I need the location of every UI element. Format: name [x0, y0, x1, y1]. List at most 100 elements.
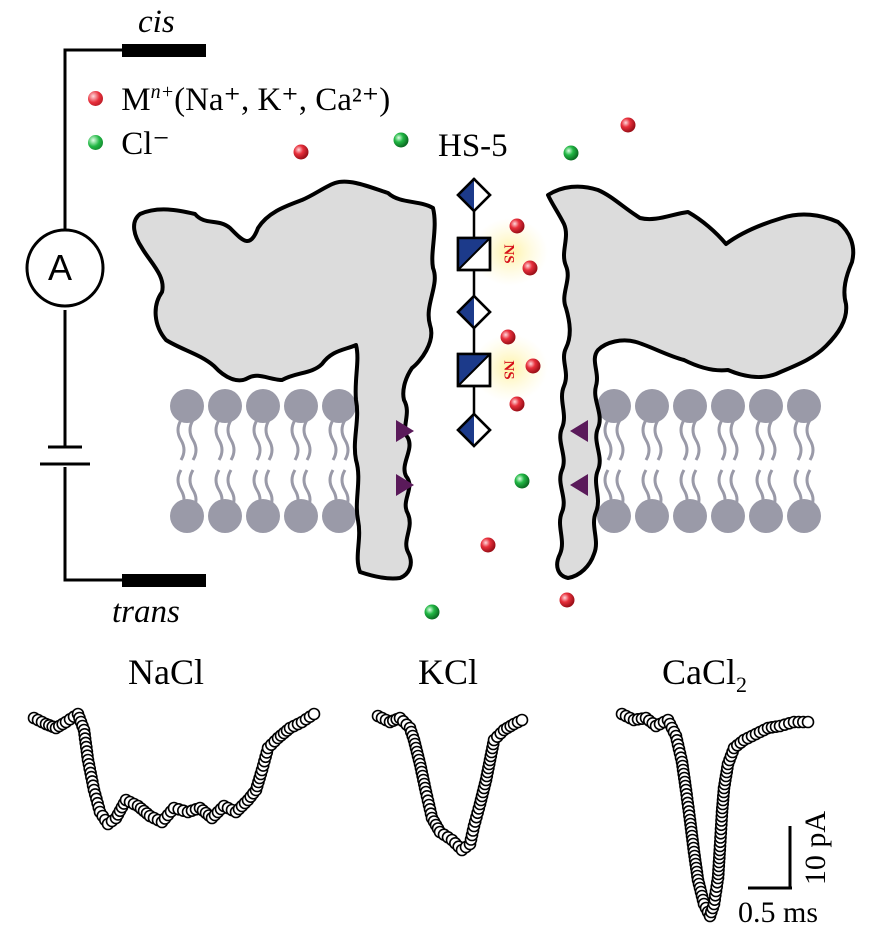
- ns-label-upper: NS: [501, 244, 517, 263]
- peptide-square-icon: [456, 352, 492, 388]
- cation-icon: [525, 358, 541, 374]
- lipid-head: [322, 389, 356, 423]
- square-border: [456, 352, 492, 388]
- chloride-icon: [393, 132, 409, 148]
- circuit-wire: [63, 467, 125, 582]
- cation-icon: [509, 396, 525, 412]
- lipid-tail: [252, 419, 262, 461]
- cacl2-main: CaCl: [662, 652, 737, 692]
- cation-icon: [480, 537, 496, 553]
- scale-bar-current-label: 10 pA: [799, 810, 832, 886]
- diamond-fill: [458, 179, 474, 211]
- hs5-peptide: [456, 177, 492, 448]
- lipid-head: [787, 389, 821, 423]
- cation-icon: [509, 218, 525, 234]
- lipid-tail: [793, 419, 803, 461]
- lipid-head: [597, 389, 631, 423]
- cation-icon: [559, 592, 575, 608]
- ns-label-lower: NS: [501, 360, 517, 379]
- square-diagonal: [457, 237, 491, 271]
- lipid-head: [170, 499, 204, 533]
- square-diagonal: [457, 353, 491, 387]
- diamond-border: [456, 412, 492, 448]
- lipid-tail: [691, 419, 701, 461]
- lipid-head: [749, 389, 783, 423]
- ammeter-label: A: [48, 247, 73, 288]
- lipid-tail: [290, 419, 300, 461]
- trace-cacl2: [615, 707, 815, 923]
- lipid-tail: [641, 419, 651, 461]
- cis-electrode: [122, 44, 206, 57]
- trace-kcl: [371, 709, 529, 857]
- trace-point: [307, 707, 321, 721]
- pore-marker-icon: [570, 420, 588, 442]
- peptide-label: HS-5: [438, 128, 508, 164]
- chloride-icon: [424, 604, 440, 620]
- lipid-head: [787, 499, 821, 533]
- protein-right-half: [546, 184, 856, 580]
- lipid-head: [673, 389, 707, 423]
- circuit: [63, 48, 125, 582]
- diamond-fill: [458, 414, 474, 446]
- cis-label: cis: [138, 4, 175, 40]
- cation-icon: [500, 329, 516, 345]
- lipid-tail: [717, 419, 727, 461]
- trace-label-kcl: KCl: [418, 652, 479, 692]
- lipid-head: [673, 499, 707, 533]
- lipid-tail: [226, 419, 236, 461]
- lipid-tail: [188, 419, 198, 461]
- diamond-border: [456, 177, 492, 213]
- lipid-tail: [679, 419, 689, 461]
- lipid-tail: [805, 419, 815, 461]
- pore-marker-icon: [396, 474, 414, 496]
- pore-marker-icon: [396, 420, 414, 442]
- cation-icon: [620, 117, 636, 133]
- chloride-legend: Cl⁻: [88, 128, 170, 161]
- peptide-diamond-icon: [456, 177, 492, 213]
- trace-label-cacl2: CaCl2: [662, 654, 747, 696]
- cacl2-subscript: 2: [736, 672, 748, 698]
- lipid-head: [246, 499, 280, 533]
- cation-charge: n+: [150, 81, 175, 103]
- trans-label: trans: [112, 594, 180, 630]
- lipid-bilayer-right: [597, 389, 821, 533]
- lipid-head: [635, 389, 669, 423]
- ammeter-icon: [25, 228, 105, 308]
- lipid-head: [246, 389, 280, 423]
- lipid-tail: [340, 419, 350, 461]
- chloride-legend-icon: [88, 135, 103, 150]
- lipid-head: [284, 499, 318, 533]
- peptide-diamond-icon: [456, 412, 492, 448]
- cation-legend: Mn+(Na⁺, K⁺, Ca²⁺): [88, 82, 390, 117]
- lipid-head: [284, 389, 318, 423]
- lipid-tail: [653, 419, 663, 461]
- protein-left-half: [132, 179, 437, 581]
- cation-legend-icon: [88, 91, 103, 106]
- circuit-wire: [63, 48, 125, 230]
- lipid-tail: [767, 419, 777, 461]
- peptide-diamond-icon: [456, 294, 492, 330]
- lipid-tail: [214, 419, 224, 461]
- scale-bar-time-label: 0.5 ms: [738, 896, 819, 929]
- lipid-head: [208, 389, 242, 423]
- chloride-label: Cl⁻: [121, 126, 170, 162]
- lipid-tail: [755, 419, 765, 461]
- peptide-square-icon: [456, 236, 492, 272]
- lipid-tail: [603, 419, 613, 461]
- trace-nacl: [27, 707, 321, 831]
- trace-point: [801, 715, 815, 729]
- pore-marker-icon: [570, 474, 588, 496]
- lipid-tail: [176, 419, 186, 461]
- lipid-tail: [264, 419, 274, 461]
- cation-list: (Na⁺, K⁺, Ca²⁺): [174, 82, 391, 118]
- square-border: [456, 236, 492, 272]
- cation-icon: [293, 144, 309, 160]
- ions: [293, 117, 636, 620]
- battery-icon: [40, 445, 90, 466]
- lipid-tail: [615, 419, 625, 461]
- lipid-head: [170, 389, 204, 423]
- lipid-head: [749, 499, 783, 533]
- chloride-icon: [563, 145, 579, 161]
- trace-label-nacl: NaCl: [128, 652, 204, 692]
- lipid-tail: [302, 419, 312, 461]
